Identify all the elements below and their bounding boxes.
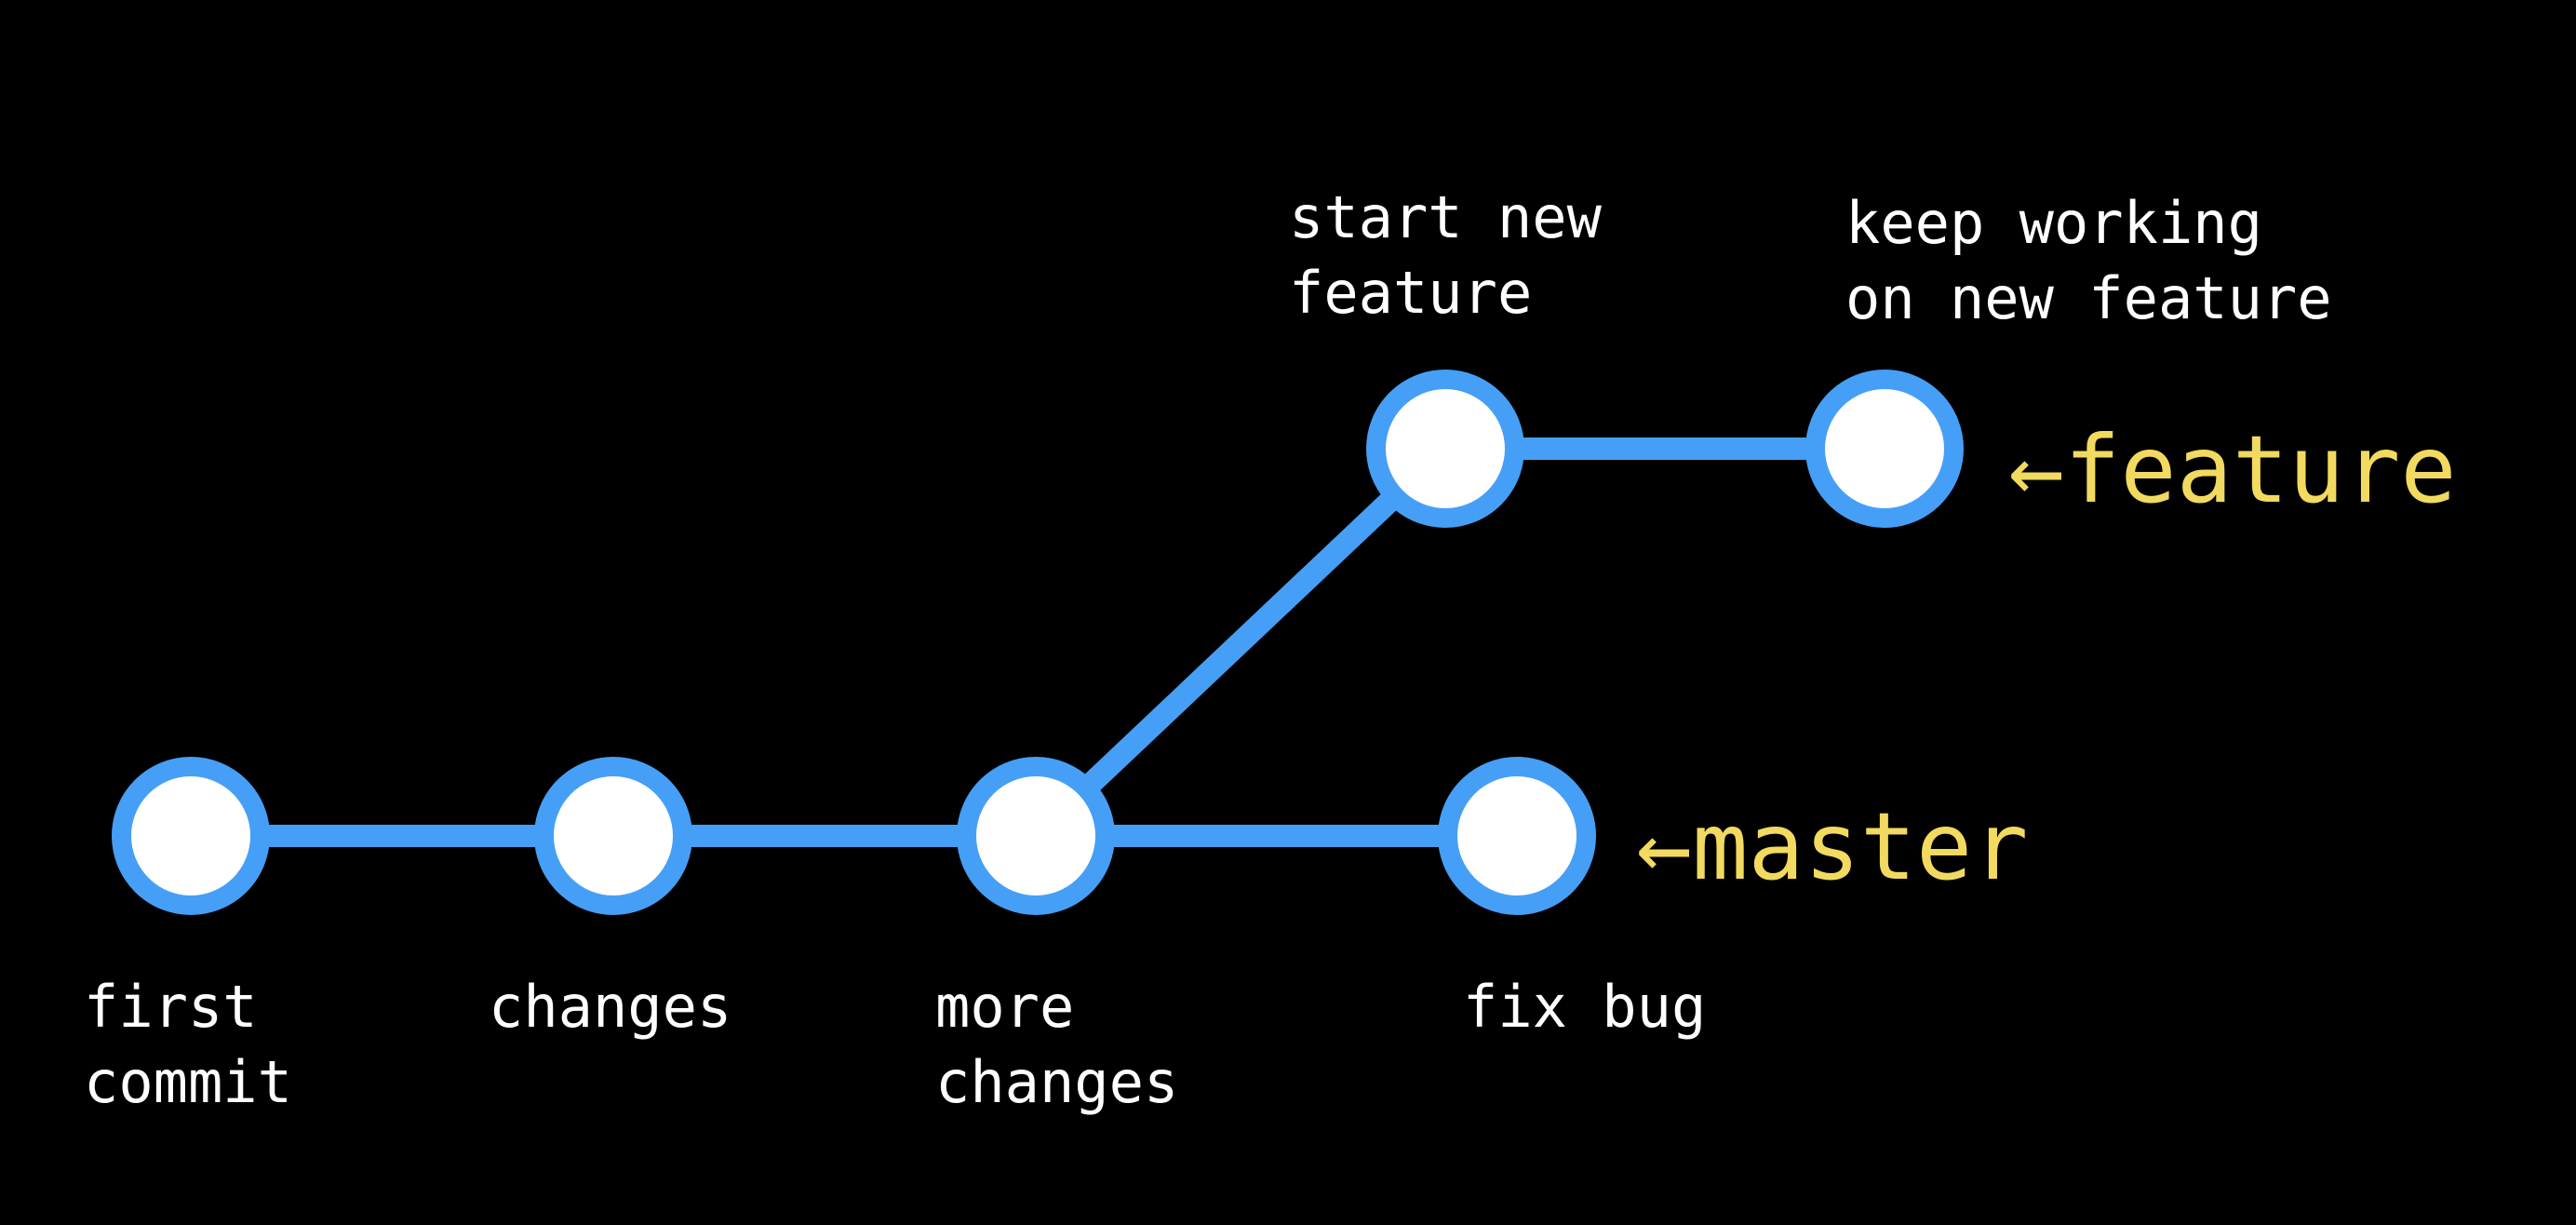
commit-message-first-commit: first commit	[84, 973, 292, 1116]
commit-message-fix-bug: fix bug	[1463, 973, 1707, 1041]
branch-label-feature: ←feature	[2008, 415, 2457, 524]
commit-node-start-new-feature	[1366, 370, 1524, 528]
commit-node-changes	[534, 757, 692, 915]
commit-message-changes: changes	[489, 973, 732, 1041]
commit-node-more-changes	[957, 757, 1115, 915]
branch-edge-more-changes-to-start-new-feature	[1027, 440, 1454, 844]
commit-node-keep-working	[1805, 370, 1964, 528]
commit-message-keep-working: keep working on new feature	[1845, 189, 2332, 332]
commit-node-fix-bug	[1438, 757, 1596, 915]
branch-label-master: ←master	[1636, 792, 2029, 901]
commit-node-first-commit	[112, 757, 270, 915]
commit-message-more-changes: more changes	[935, 973, 1179, 1116]
commit-message-start-new-feature: start new feature	[1289, 183, 1602, 327]
